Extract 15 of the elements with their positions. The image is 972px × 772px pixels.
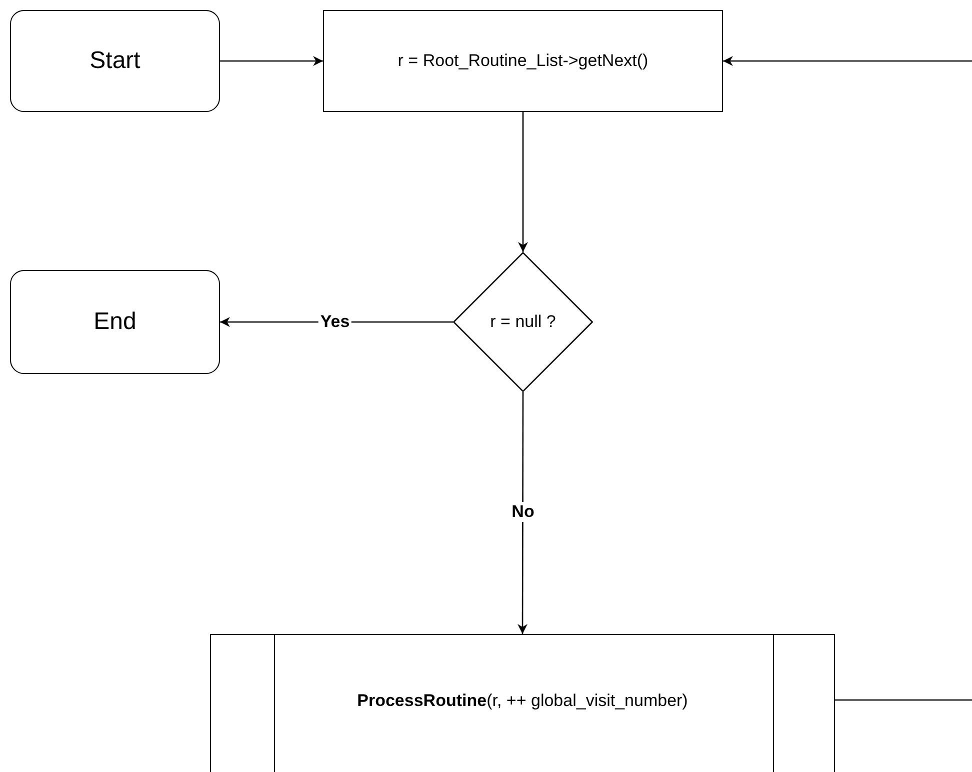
arrow [723,56,972,701]
process-box [323,10,723,112]
node-text: ProcessRoutine(r, ++ global_visit_number) [357,691,688,711]
decision-diamond [453,252,593,392]
arrow [518,392,528,634]
node-text: r = Root_Routine_List->getNext() [398,51,648,71]
node-text: Start [90,47,140,75]
arrow [518,112,528,252]
terminal-box [10,270,220,374]
node-text: r = null ? [490,312,556,332]
edge-label: No [510,502,536,522]
node-text: End [94,308,136,336]
subroutine-box [210,634,835,772]
arrow [220,56,323,66]
terminal-box [10,10,220,112]
